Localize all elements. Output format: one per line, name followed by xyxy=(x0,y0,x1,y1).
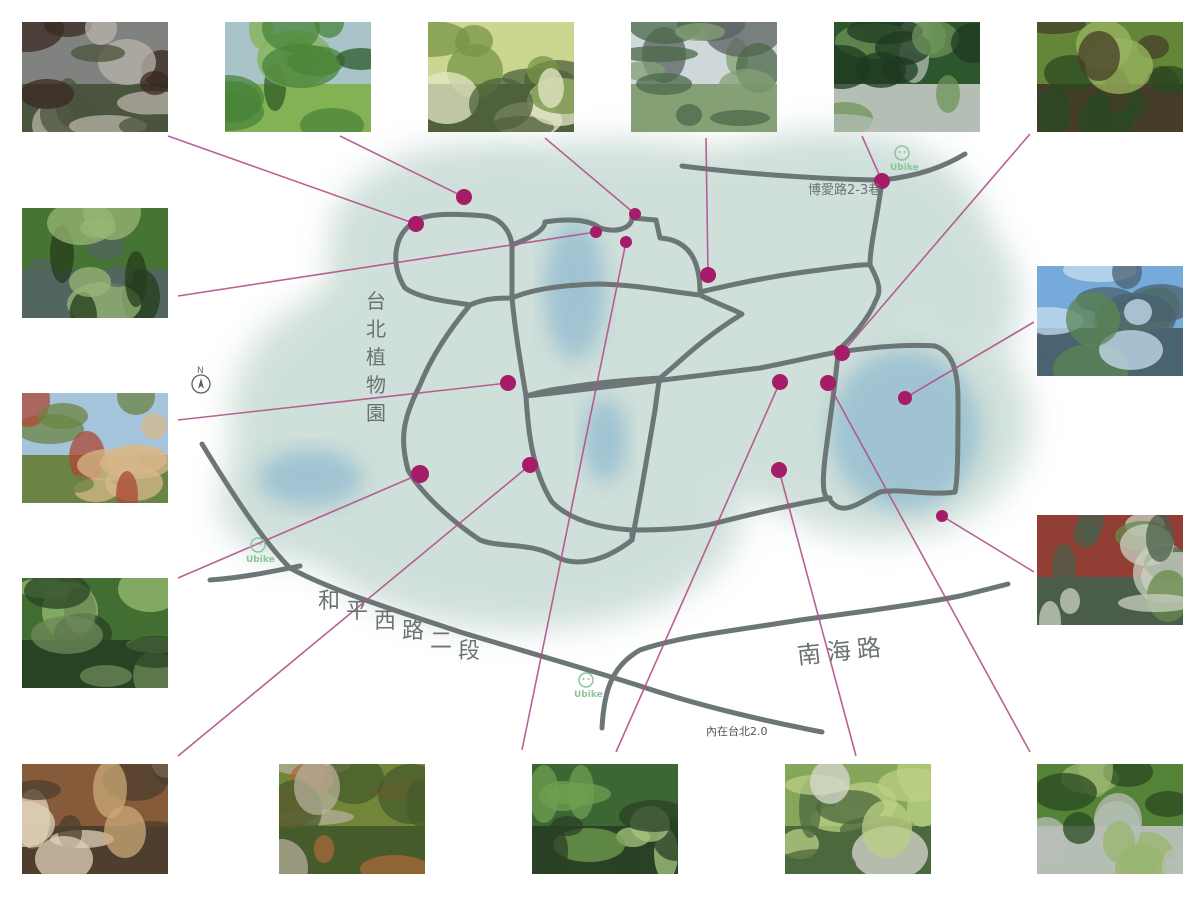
point-marker-10[interactable] xyxy=(936,510,948,522)
point-marker-8[interactable] xyxy=(834,345,850,361)
ubike-label: Ubike xyxy=(246,555,275,565)
road-label-nanhai: 南海路 xyxy=(796,633,888,670)
leader-line-14 xyxy=(615,381,781,753)
compass-letter: N xyxy=(197,366,204,376)
point-marker-2[interactable] xyxy=(456,189,472,205)
point-marker-1[interactable] xyxy=(408,216,424,232)
map-title-text: 台北植物園 xyxy=(366,289,386,425)
photo-display-cabinet[interactable] xyxy=(22,764,168,874)
leader-line-6 xyxy=(841,133,1031,354)
photo-greenhouse-pyramid[interactable] xyxy=(631,22,777,132)
point-marker-11[interactable] xyxy=(500,375,516,391)
road-label-heping: 和平西路二段 xyxy=(318,589,480,664)
map-credit: 內在台北2.0 xyxy=(706,724,768,738)
photo-stream-path[interactable] xyxy=(22,208,168,318)
cross-path xyxy=(523,342,961,511)
east-pond-path xyxy=(820,349,841,501)
photo-image xyxy=(428,22,574,132)
leader-line-16 xyxy=(827,382,1031,753)
leader-line-15 xyxy=(778,469,857,757)
outer-loop-north xyxy=(407,211,873,295)
point-marker-13[interactable] xyxy=(522,457,538,473)
road-heping xyxy=(199,441,825,735)
photo-park-gate[interactable] xyxy=(834,22,980,132)
leader-line-4 xyxy=(705,137,709,276)
photo-image xyxy=(532,764,678,874)
inner-loop xyxy=(467,281,745,399)
ubike-icon[interactable]: Ubike xyxy=(246,537,275,565)
photo-image xyxy=(22,764,168,874)
leader-line-5 xyxy=(861,135,883,182)
photo-image xyxy=(22,393,168,503)
leader-line-8 xyxy=(904,321,1035,399)
road-nanhai xyxy=(599,581,1011,731)
leader-line-9 xyxy=(177,382,509,421)
photo-image xyxy=(1037,22,1183,132)
ubike-icon[interactable]: Ubike xyxy=(890,145,919,173)
photo-tree-lined-avenue[interactable] xyxy=(1037,764,1183,874)
water-areas xyxy=(258,220,980,510)
leader-line-2 xyxy=(339,135,465,198)
leader-line-7 xyxy=(177,231,597,297)
photo-wooden-boardwalk[interactable] xyxy=(1037,22,1183,132)
photo-image xyxy=(22,578,168,688)
photo-rock-garden-bed[interactable] xyxy=(279,764,425,874)
ubike-icon[interactable]: Ubike xyxy=(574,672,603,700)
photo-image xyxy=(834,22,980,132)
point-marker-15[interactable] xyxy=(820,375,836,391)
point-marker-5[interactable] xyxy=(620,236,632,248)
point-marker-14[interactable] xyxy=(772,374,788,390)
point-marker-12[interactable] xyxy=(411,465,429,483)
point-marker-6[interactable] xyxy=(700,267,716,283)
photo-image xyxy=(279,764,425,874)
photo-banyan-forest[interactable] xyxy=(532,764,678,874)
point-marker-4[interactable] xyxy=(590,226,602,238)
point-marker-16[interactable] xyxy=(771,462,787,478)
photo-shaded-pond-trees[interactable] xyxy=(22,578,168,688)
photo-palm-with-sign[interactable] xyxy=(785,764,931,874)
south-inner xyxy=(629,375,663,543)
leader-line-13 xyxy=(521,241,627,751)
photo-succulent-garden[interactable] xyxy=(225,22,371,132)
photo-image xyxy=(1037,515,1183,625)
photo-image xyxy=(631,22,777,132)
photo-image xyxy=(785,764,931,874)
ubike-label: Ubike xyxy=(890,163,919,173)
leader-line-1 xyxy=(167,135,417,225)
east-path-vertical xyxy=(835,177,885,353)
photo-lotus-pond[interactable] xyxy=(1037,266,1183,376)
photo-image xyxy=(22,22,168,132)
map-title: 台北植物園 xyxy=(366,289,386,425)
outer-loop-west xyxy=(393,222,635,565)
photo-image xyxy=(22,208,168,318)
road-label-heping-text: 和平西路二段 xyxy=(318,589,480,664)
photo-image xyxy=(1037,764,1183,874)
road-label-boai: 博愛路2-3巷 xyxy=(808,182,881,198)
compass-icon: N xyxy=(191,366,211,394)
photo-glass-greenhouse-entrance[interactable] xyxy=(22,22,168,132)
roads xyxy=(199,151,1011,735)
leader-line-10 xyxy=(941,515,1035,573)
central-vertical xyxy=(509,242,833,533)
ubike-label: Ubike xyxy=(574,690,603,700)
photo-large-tree-canopy[interactable] xyxy=(428,22,574,132)
photo-red-temple-building[interactable] xyxy=(22,393,168,503)
point-markers xyxy=(408,173,948,522)
photo-museum-pond[interactable] xyxy=(1037,515,1183,625)
point-marker-3[interactable] xyxy=(629,208,641,220)
road-heping-branch xyxy=(207,563,303,583)
leader-line-12 xyxy=(177,464,531,757)
leader-line-11 xyxy=(177,473,421,579)
leader-line-3 xyxy=(544,137,636,215)
leader-lines xyxy=(167,133,1035,757)
point-marker-7[interactable] xyxy=(874,173,890,189)
point-marker-9[interactable] xyxy=(898,391,912,405)
photo-image xyxy=(225,22,371,132)
photo-image xyxy=(1037,266,1183,376)
road-boai-north xyxy=(679,151,968,183)
